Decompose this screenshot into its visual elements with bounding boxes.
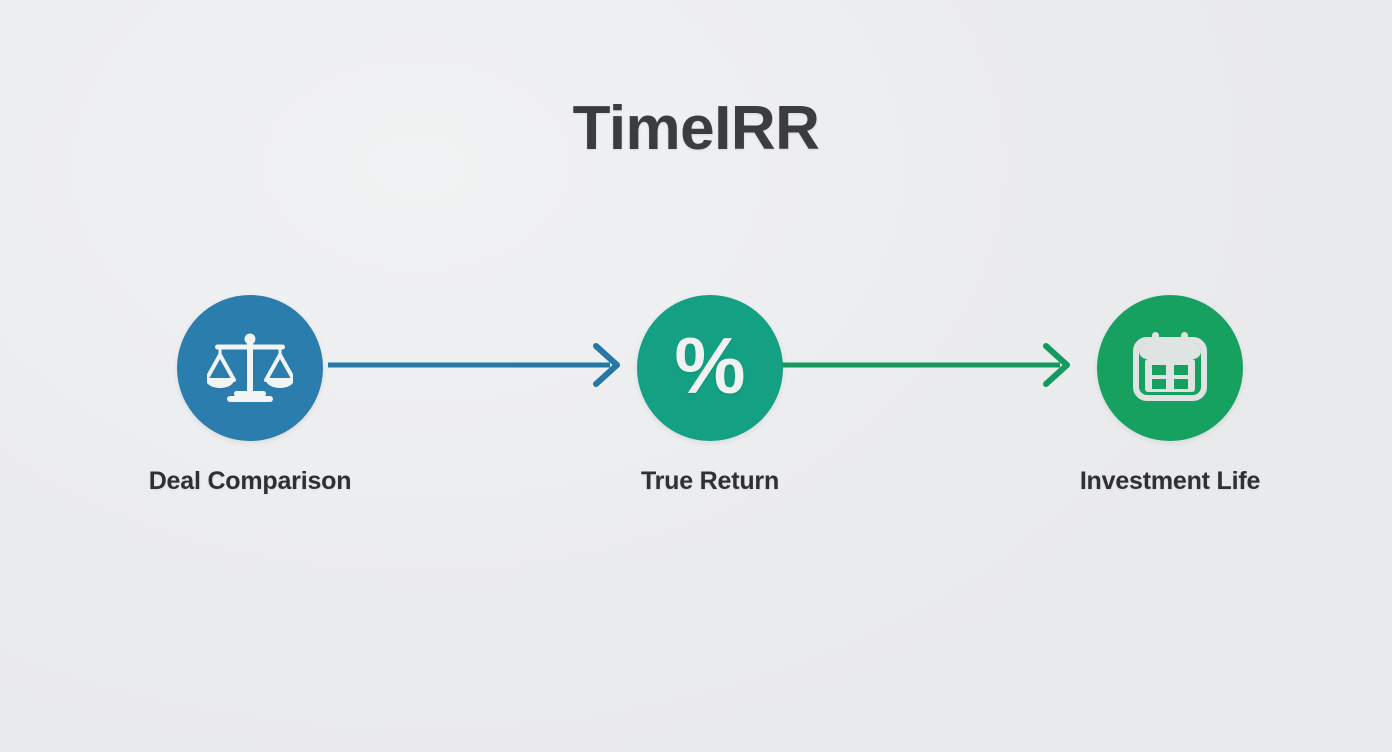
node-circle-deal-comparison[interactable]	[177, 295, 323, 441]
flow-node-label: True Return	[640, 467, 780, 495]
arrow-return-to-life	[782, 330, 1078, 400]
flow-node-label: Investment Life	[1079, 467, 1261, 495]
calendar-icon	[1128, 326, 1212, 410]
flow-node-label: Deal Comparison	[148, 467, 352, 495]
node-circle-true-return[interactable]: %	[637, 295, 783, 441]
process-flow: Deal Comparison % True Return	[0, 280, 1392, 530]
page-title: TimeIRR	[572, 94, 820, 163]
node-circle-investment-life[interactable]	[1097, 295, 1243, 441]
arrow-deal-to-return	[328, 330, 628, 400]
flow-node-true-return[interactable]: % True Return	[565, 280, 855, 496]
percent-icon: %	[674, 321, 746, 410]
flow-node-investment-life[interactable]: Investment Life	[1025, 280, 1315, 496]
scales-icon	[207, 328, 293, 408]
flow-node-deal-comparison[interactable]: Deal Comparison	[105, 280, 395, 496]
